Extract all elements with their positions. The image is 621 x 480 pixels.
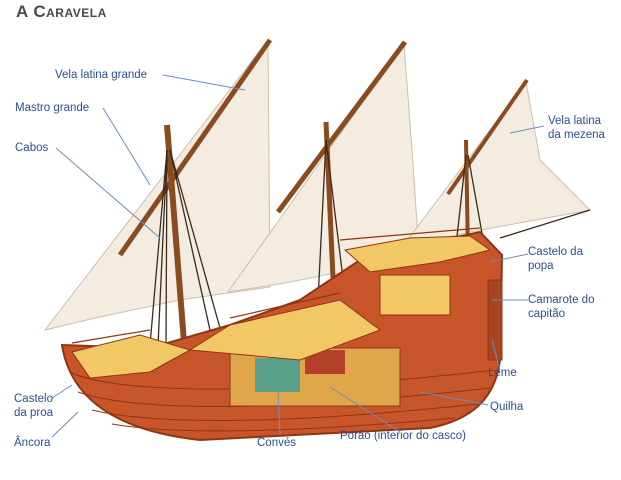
label-quilha: Quilha: [490, 401, 524, 413]
label-mastro-grande: Mastro grande: [15, 102, 90, 114]
label-castelo-popa: Castelo da popa: [528, 245, 583, 273]
label-castelo-proa: Castelo da proa: [14, 392, 53, 420]
label-castelo-proa-line2: da proa: [14, 407, 54, 419]
label-vela-latina-mezena: Vela latina da mezena: [548, 114, 605, 142]
hull-planks: [69, 369, 496, 432]
label-conves: Convés: [257, 437, 296, 449]
rudder: [487, 279, 503, 361]
poop-deck: [343, 235, 492, 273]
label-vela-latina-mezena-line1: Vela latina: [548, 115, 602, 127]
forecastle-deck: [71, 334, 192, 379]
label-cabos: Cabos: [15, 142, 49, 154]
diagram-title: A Caravela: [16, 2, 107, 21]
main-mast: [164, 124, 188, 356]
captain-cabin: [379, 274, 451, 316]
label-vela-latina-mezena-line2: da mezena: [548, 129, 605, 141]
label-camarote-line2: capitão: [528, 308, 566, 320]
label-camarote-capitao: Camarote do capitão: [528, 293, 594, 321]
railings: [71, 227, 481, 344]
cargo-barrels-green: [255, 358, 300, 392]
label-porao: Porão (interior do casco): [340, 430, 466, 442]
main-yard: [117, 38, 273, 257]
label-leme: Leme: [488, 367, 517, 379]
label-ancora: Âncora: [14, 437, 51, 449]
mizzen-yard: [446, 78, 529, 196]
rigging-ropes: [149, 139, 591, 346]
mizzen-lateen-sail: [398, 80, 592, 251]
label-castelo-popa-line1: Castelo da: [528, 246, 583, 258]
fore-yard: [275, 40, 408, 214]
label-castelo-popa-line2: popa: [528, 260, 554, 272]
label-castelo-proa-line1: Castelo: [14, 393, 53, 405]
main-deck: [188, 299, 382, 361]
label-camarote-line1: Camarote do: [528, 294, 595, 306]
leader-lines: [51, 74, 545, 438]
label-vela-latina-grande: Vela latina grande: [55, 69, 148, 81]
